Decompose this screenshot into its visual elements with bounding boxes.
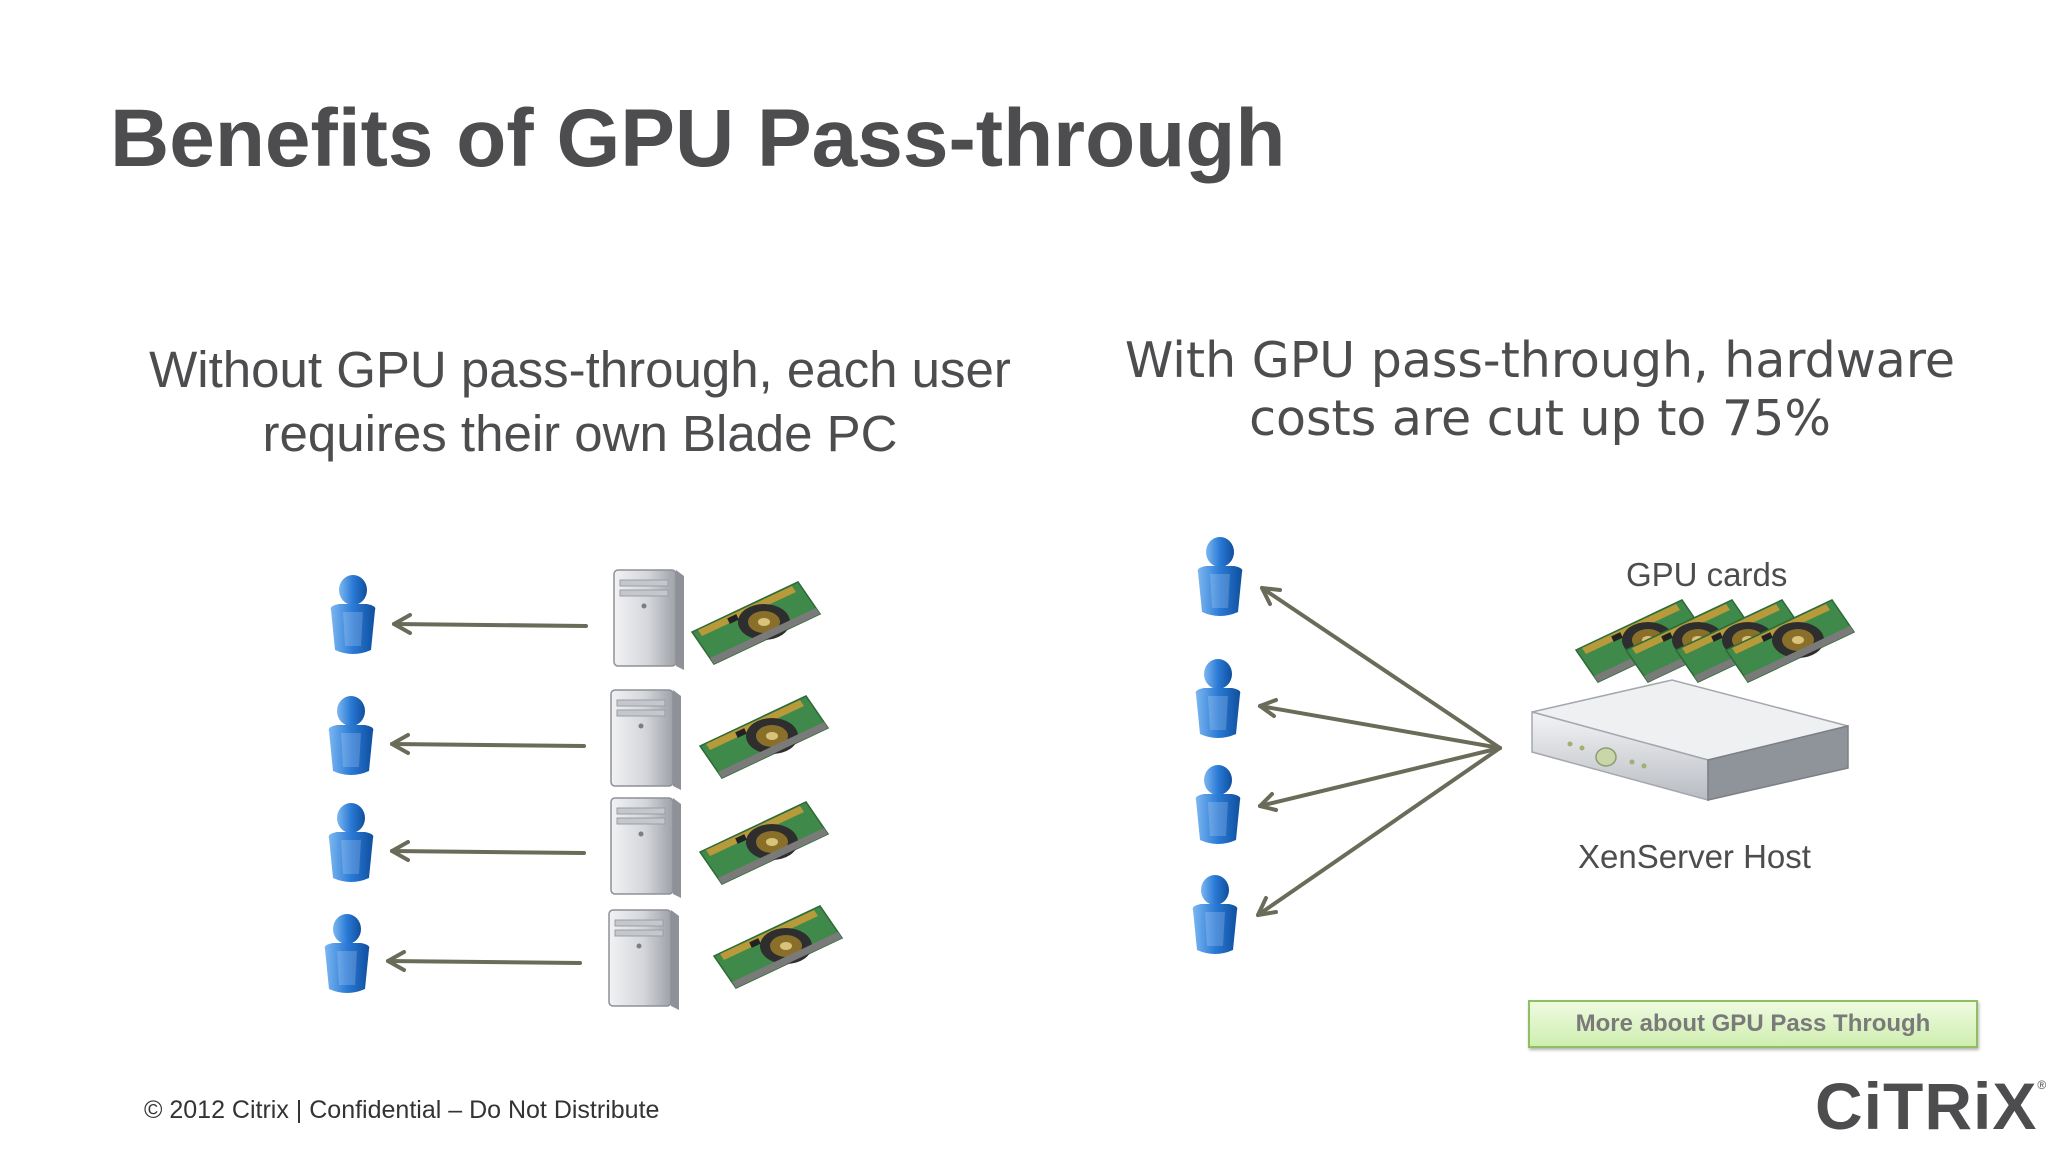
fan-arrows: [1256, 586, 1502, 917]
tower-server-icon-1: [613, 569, 685, 671]
gpu-card-icon-4: [713, 905, 843, 989]
footer-copyright: © 2012 Citrix | Confidential – Do Not Di…: [144, 1096, 660, 1124]
left-user-icon-2: [328, 696, 374, 775]
left-caption-line-1: Without GPU pass-through, each user: [149, 341, 1011, 398]
right-caption-line-2: costs are cut up to 75%: [1249, 390, 1831, 447]
registered-mark: ®: [2037, 1078, 2048, 1092]
tower-server-icon-4: [608, 909, 680, 1011]
left-user-icon-1: [330, 575, 376, 654]
citrix-logo-text: CiTRiX: [1815, 1069, 2038, 1143]
right-user-icon-4: [1192, 875, 1238, 954]
left-arrow-icon-4: [386, 950, 582, 972]
right-user-icon-1: [1197, 537, 1243, 616]
rack-server-icon: [1531, 679, 1849, 801]
left-user-icon-4: [324, 914, 370, 993]
left-caption-line-2: requires their own Blade PC: [262, 405, 898, 462]
tower-server-icon-2: [610, 689, 682, 791]
more-about-gpu-pass-through-button[interactable]: More about GPU Pass Through: [1528, 1000, 1978, 1048]
citrix-logo: CiTRiX®: [1815, 1068, 2047, 1144]
gpu-card-icon-3: [699, 801, 829, 885]
right-caption: With GPU pass-through, hardware costs ar…: [1120, 332, 1960, 448]
left-arrow-icon-1: [392, 613, 588, 635]
right-user-icon-2: [1195, 659, 1241, 738]
right-caption-line-1: With GPU pass-through, hardware: [1124, 332, 1956, 389]
gpu-card-icon-1: [691, 581, 821, 665]
left-caption: Without GPU pass-through, each user requ…: [110, 338, 1050, 466]
xenserver-host-label: XenServer Host: [1578, 838, 1811, 875]
slide-title: Benefits of GPU Pass-through: [110, 93, 1286, 184]
tower-server-icon-3: [610, 797, 682, 899]
gpu-cards-label: GPU cards: [1626, 556, 1788, 593]
left-arrow-icon-2: [390, 733, 586, 755]
gpu-cards-stack-icon: [1575, 599, 1855, 683]
right-user-icon-3: [1195, 765, 1241, 844]
left-user-icon-3: [328, 803, 374, 882]
gpu-card-icon-2: [699, 695, 829, 779]
left-arrow-icon-3: [390, 840, 586, 862]
